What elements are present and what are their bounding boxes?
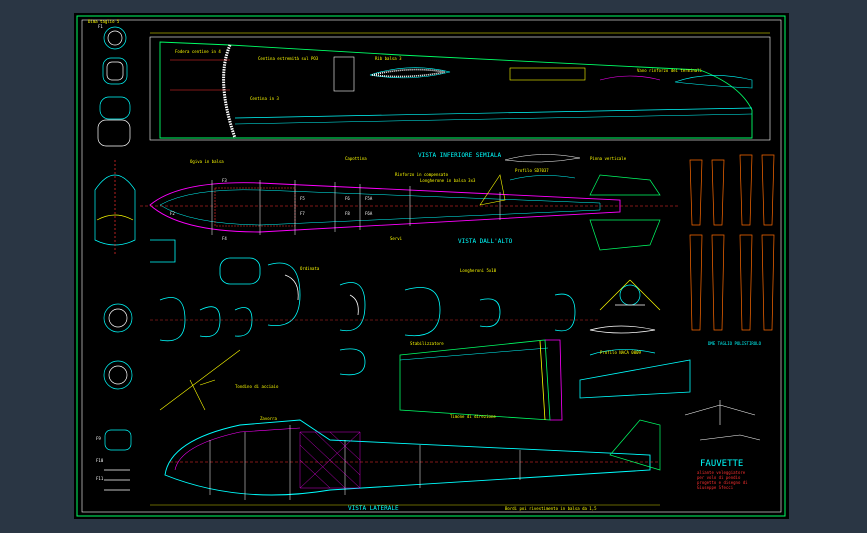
- part-label: F10: [96, 458, 104, 463]
- label-servo: Servi: [390, 236, 403, 241]
- inner-frame: [81, 19, 782, 513]
- label-tl-part: Dima taglio 5: [88, 19, 120, 24]
- title-block: FAUVETTE aliante veleggiatore per volo d…: [697, 459, 748, 490]
- part-labels: F1 F2 F3 F4 F5 F6 F7 F8 F9 F10 F11 F5A F…: [96, 24, 373, 481]
- label-bottom-view: VISTA INFERIORE SEMIALA: [418, 152, 501, 159]
- label-rudder: Timone di direzione: [450, 414, 496, 419]
- label-tail: Pinna verticale: [590, 156, 627, 161]
- stabilizer-plan: [399, 339, 691, 421]
- label-fuse-top1: Longherone in balsa 3x3: [420, 178, 476, 183]
- label-ballast: Zavorra: [260, 416, 277, 421]
- part-label: F5: [300, 196, 305, 201]
- label-tail-panel: DME TAGLIO POLISTIROLO: [708, 341, 762, 346]
- label-dowel: Tondino di acciaio: [235, 384, 279, 389]
- subtitle-line-2: per volo di pendio: [697, 475, 741, 480]
- label-wing-pos2: Centina estremità sul PO3: [258, 56, 319, 61]
- v-tail-detail: [589, 279, 661, 356]
- former-column-left: [94, 26, 136, 491]
- label-side-view: VISTA LATERALE: [348, 505, 399, 512]
- label-sheet-pos: Centina in 3: [250, 96, 279, 101]
- wing-plan-view: [149, 32, 771, 141]
- label-canopy: Capottina: [345, 156, 367, 161]
- label-nose: Ogiva in balsa: [190, 159, 224, 164]
- part-label: F7: [300, 211, 305, 216]
- label-spar: Longheroni 5x10: [460, 268, 497, 273]
- label-top-view: VISTA DALL'ALTO: [458, 238, 513, 245]
- part-label: F6: [345, 196, 350, 201]
- part-label: F9: [96, 436, 101, 441]
- subtitle-line-3: progetto e disegno di: [697, 480, 748, 485]
- label-rib-balsa: Rib balsa 3: [375, 56, 402, 61]
- drawing-area: [74, 13, 789, 519]
- part-label: F1: [98, 24, 103, 29]
- label-former: Ordinata: [300, 266, 320, 271]
- label-profile2: Profilo NACA 0009: [600, 350, 642, 355]
- part-label: F5A: [365, 196, 373, 201]
- fuselage-side-view: [164, 419, 661, 500]
- tail-panel-plans: [689, 154, 775, 331]
- label-stab: Stabilizzatore: [410, 341, 444, 346]
- fuselage-top-view: [140, 154, 680, 251]
- label-fuse-top2: Rinforzo in compensato: [395, 172, 449, 177]
- part-label: F8: [345, 211, 350, 216]
- drawing-title: FAUVETTE: [700, 459, 743, 469]
- label-profile1: Profilo SD7037: [515, 168, 549, 173]
- part-label: F3: [222, 178, 227, 183]
- part-label: F4: [222, 236, 227, 241]
- outer-frame: [76, 15, 786, 517]
- part-label: F11: [96, 476, 104, 481]
- label-tip-note: Vano rinforzo dei terminali: [637, 68, 703, 73]
- part-label: F2: [170, 211, 175, 216]
- glider-thumbnails: [159, 349, 761, 441]
- part-label: F6A: [365, 211, 373, 216]
- label-wing-pos: Fodera centine in 4: [175, 49, 221, 54]
- label-bottom-note: Bordi poi rivestimento in balsa da 1,5: [505, 506, 597, 511]
- formers-middle: [150, 239, 600, 376]
- subtitle-line-4: Giuseppe Sfecci: [697, 485, 734, 490]
- subtitle-line-1: aliante veleggiatore: [697, 470, 746, 475]
